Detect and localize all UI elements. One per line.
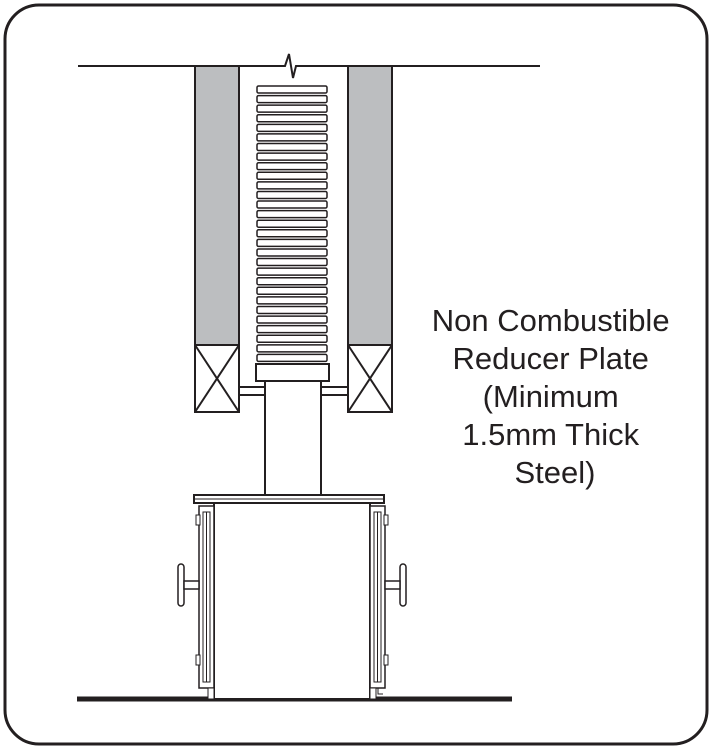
liner-rib [256, 296, 328, 305]
liner-rib [256, 190, 328, 200]
liner-rib [256, 161, 328, 171]
stove-body [213, 502, 371, 700]
liner-rib [256, 104, 328, 113]
liner-rib [256, 276, 328, 286]
right-wall-insulation [347, 65, 393, 346]
caption-line-2: Reducer Plate [452, 341, 648, 376]
caption-line-3: (Minimum [483, 379, 619, 414]
liner-rib [256, 286, 328, 296]
caption-line-5: Steel) [515, 455, 596, 490]
liner-rib [256, 353, 328, 363]
liner-rib [256, 133, 328, 142]
liner-rib [256, 248, 328, 257]
right-chimney-wall [347, 65, 393, 413]
liner-rib [256, 123, 328, 133]
stove-right-handle [399, 563, 407, 607]
liner-rib [256, 94, 328, 104]
stove-left-handle [177, 563, 185, 607]
diagram-frame [3, 3, 709, 746]
stove-flue-pipe [264, 380, 322, 496]
liner-rib [256, 152, 328, 161]
liner-rib [256, 209, 328, 219]
caption: Non Combustible Reducer Plate (Minimum 1… [432, 303, 678, 490]
left-chimney-wall [194, 65, 240, 413]
liner-rib [256, 85, 328, 94]
liner-rib [256, 181, 328, 190]
liner-rib [256, 142, 328, 152]
liner-rib [256, 114, 328, 123]
liner-rib [256, 344, 328, 353]
ceiling-line-with-break [78, 53, 540, 79]
caption-line-4: 1.5mm Thick [462, 417, 639, 452]
wood-stove [177, 494, 407, 700]
liner-rib [256, 305, 328, 315]
liner-rib [256, 324, 328, 334]
liner-rib [256, 219, 328, 228]
left-wall-insulation [194, 65, 240, 346]
liner-rib [256, 171, 328, 181]
flexible-flue-liner [256, 85, 328, 363]
caption-line-1: Non Combustible [432, 303, 670, 338]
liner-rib [256, 238, 328, 248]
liner-rib [256, 257, 328, 267]
liner-rib [256, 315, 328, 324]
liner-rib [256, 334, 328, 343]
liner-rib [256, 267, 328, 276]
liner-rib [256, 200, 328, 209]
liner-rib [256, 229, 328, 238]
liner-adaptor [255, 363, 330, 382]
